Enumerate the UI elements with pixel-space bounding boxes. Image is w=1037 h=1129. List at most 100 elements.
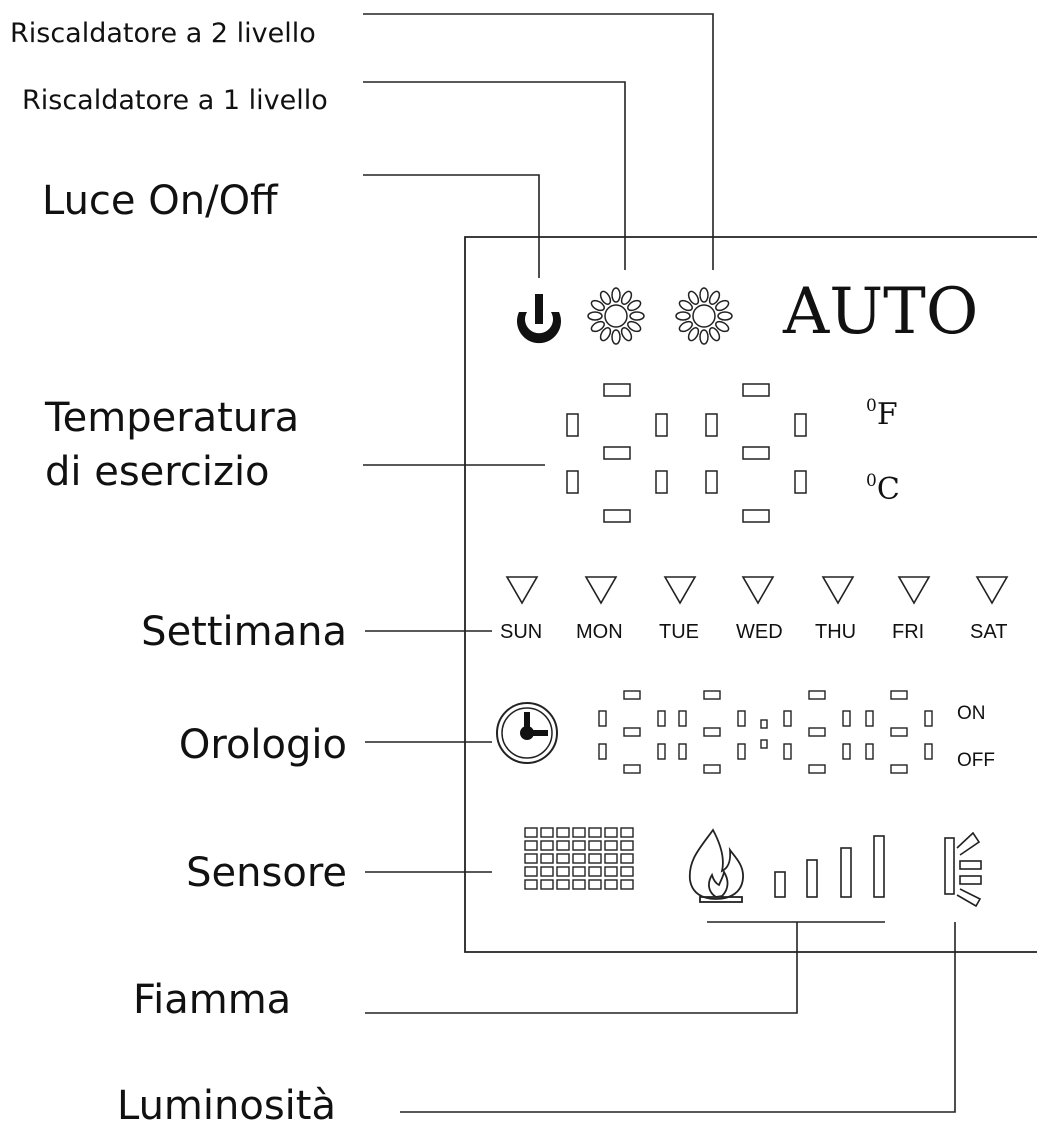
day-indicator-triangle: [663, 576, 697, 605]
digit-segment: [655, 413, 668, 437]
sensor-cell: [620, 827, 634, 838]
sensor-cell: [540, 827, 554, 838]
label-brightness: Luminosità: [117, 1083, 336, 1129]
digit-segment: [657, 743, 666, 760]
sensor-cell: [620, 866, 634, 877]
leader-flame: [365, 922, 798, 1014]
leader-light: [363, 174, 540, 278]
sun-ray: [715, 320, 730, 333]
label-heater-level-2: Riscaldatore a 2 livello: [10, 18, 316, 49]
clock-colon-dot: [760, 739, 768, 749]
sun-ray: [611, 329, 621, 345]
sensor-cell: [540, 866, 554, 877]
sun-ray: [687, 290, 700, 305]
digit-segment: [566, 413, 579, 437]
sensor-cell: [588, 853, 602, 864]
off-label: OFF: [957, 750, 995, 771]
digit-segment: [603, 509, 631, 523]
sun-ray: [620, 290, 633, 305]
sensor-cell: [540, 840, 554, 851]
flame-level-bars: [774, 835, 885, 898]
sun-ray: [590, 320, 605, 333]
sun-ray: [587, 311, 603, 321]
fahrenheit-unit: 0F: [866, 396, 898, 432]
day-indicator-triangle: [975, 576, 1009, 605]
day-label-wed: WED: [736, 621, 783, 643]
heater-level-2-icon: [675, 287, 733, 345]
digit-segment: [703, 690, 721, 700]
digit-segment: [808, 764, 826, 774]
digit-segment: [890, 690, 908, 700]
sensor-cell: [556, 866, 570, 877]
sensor-cell: [572, 866, 586, 877]
sun-ray: [590, 299, 605, 312]
clock-icon: [496, 702, 558, 764]
sun-core: [604, 304, 628, 328]
day-label-thu: THU: [815, 621, 857, 643]
digit-segment: [794, 470, 807, 494]
digit-segment: [808, 727, 826, 737]
sun-ray: [620, 327, 633, 342]
digit-segment: [742, 446, 770, 460]
digit-segment: [598, 743, 607, 760]
sensor-cell: [572, 879, 586, 890]
sun-ray: [629, 311, 645, 321]
brightness-icon: [944, 831, 982, 908]
sun-ray: [627, 320, 642, 333]
label-week: Settimana: [141, 609, 347, 655]
day-indicator-triangle: [505, 576, 539, 605]
sun-ray: [678, 299, 693, 312]
sensor-cell: [604, 853, 618, 864]
digit-segment: [783, 743, 792, 760]
sensor-cell: [524, 879, 538, 890]
sensor-cell: [572, 840, 586, 851]
sensor-cell: [604, 866, 618, 877]
clock-digits: [598, 690, 933, 774]
digit-segment: [623, 727, 641, 737]
digit-segment: [678, 743, 687, 760]
label-light-on-off: Luce On/Off: [42, 178, 278, 224]
sun-ray: [699, 287, 709, 303]
digit-segment: [794, 413, 807, 437]
day-indicators: [505, 576, 1009, 605]
leader-heater-level-1: [363, 81, 626, 270]
auto-mode-text: AUTO: [783, 275, 979, 349]
digit-segment: [598, 710, 607, 727]
digit-segment: [742, 383, 770, 397]
sensor-cell: [540, 853, 554, 864]
day-label-mon: MON: [576, 621, 623, 643]
sensor-cell: [604, 840, 618, 851]
sun-ray: [611, 287, 621, 303]
sensor-cell: [588, 866, 602, 877]
sun-ray: [708, 290, 721, 305]
clock-colon-dot: [760, 719, 768, 729]
sensor-cell: [604, 827, 618, 838]
digit-segment: [705, 470, 718, 494]
sun-ray: [627, 299, 642, 312]
digit-segment: [603, 383, 631, 397]
digit-segment: [783, 710, 792, 727]
digit-segment: [737, 710, 746, 727]
leader-heater-level-2: [363, 13, 714, 270]
digit-segment: [655, 470, 668, 494]
label-clock: Orologio: [178, 722, 347, 768]
label-heater-level-1: Riscaldatore a 1 livello: [22, 85, 328, 116]
digit-segment: [703, 764, 721, 774]
day-label-fri: FRI: [892, 621, 925, 643]
digit-segment: [703, 727, 721, 737]
sensor-grid-icon: [524, 827, 634, 890]
sensor-cell: [524, 866, 538, 877]
day-label-sun: SUN: [500, 621, 543, 643]
digit-segment: [890, 764, 908, 774]
label-operating-temperature: Temperatura di esercizio: [45, 395, 300, 495]
sensor-cell: [588, 879, 602, 890]
label-sensor: Sensore: [186, 850, 347, 896]
sensor-cell: [620, 840, 634, 851]
sensor-cell: [556, 853, 570, 864]
digit-segment: [890, 727, 908, 737]
day-indicator-triangle: [741, 576, 775, 605]
digit-segment: [737, 743, 746, 760]
digit-segment: [566, 470, 579, 494]
